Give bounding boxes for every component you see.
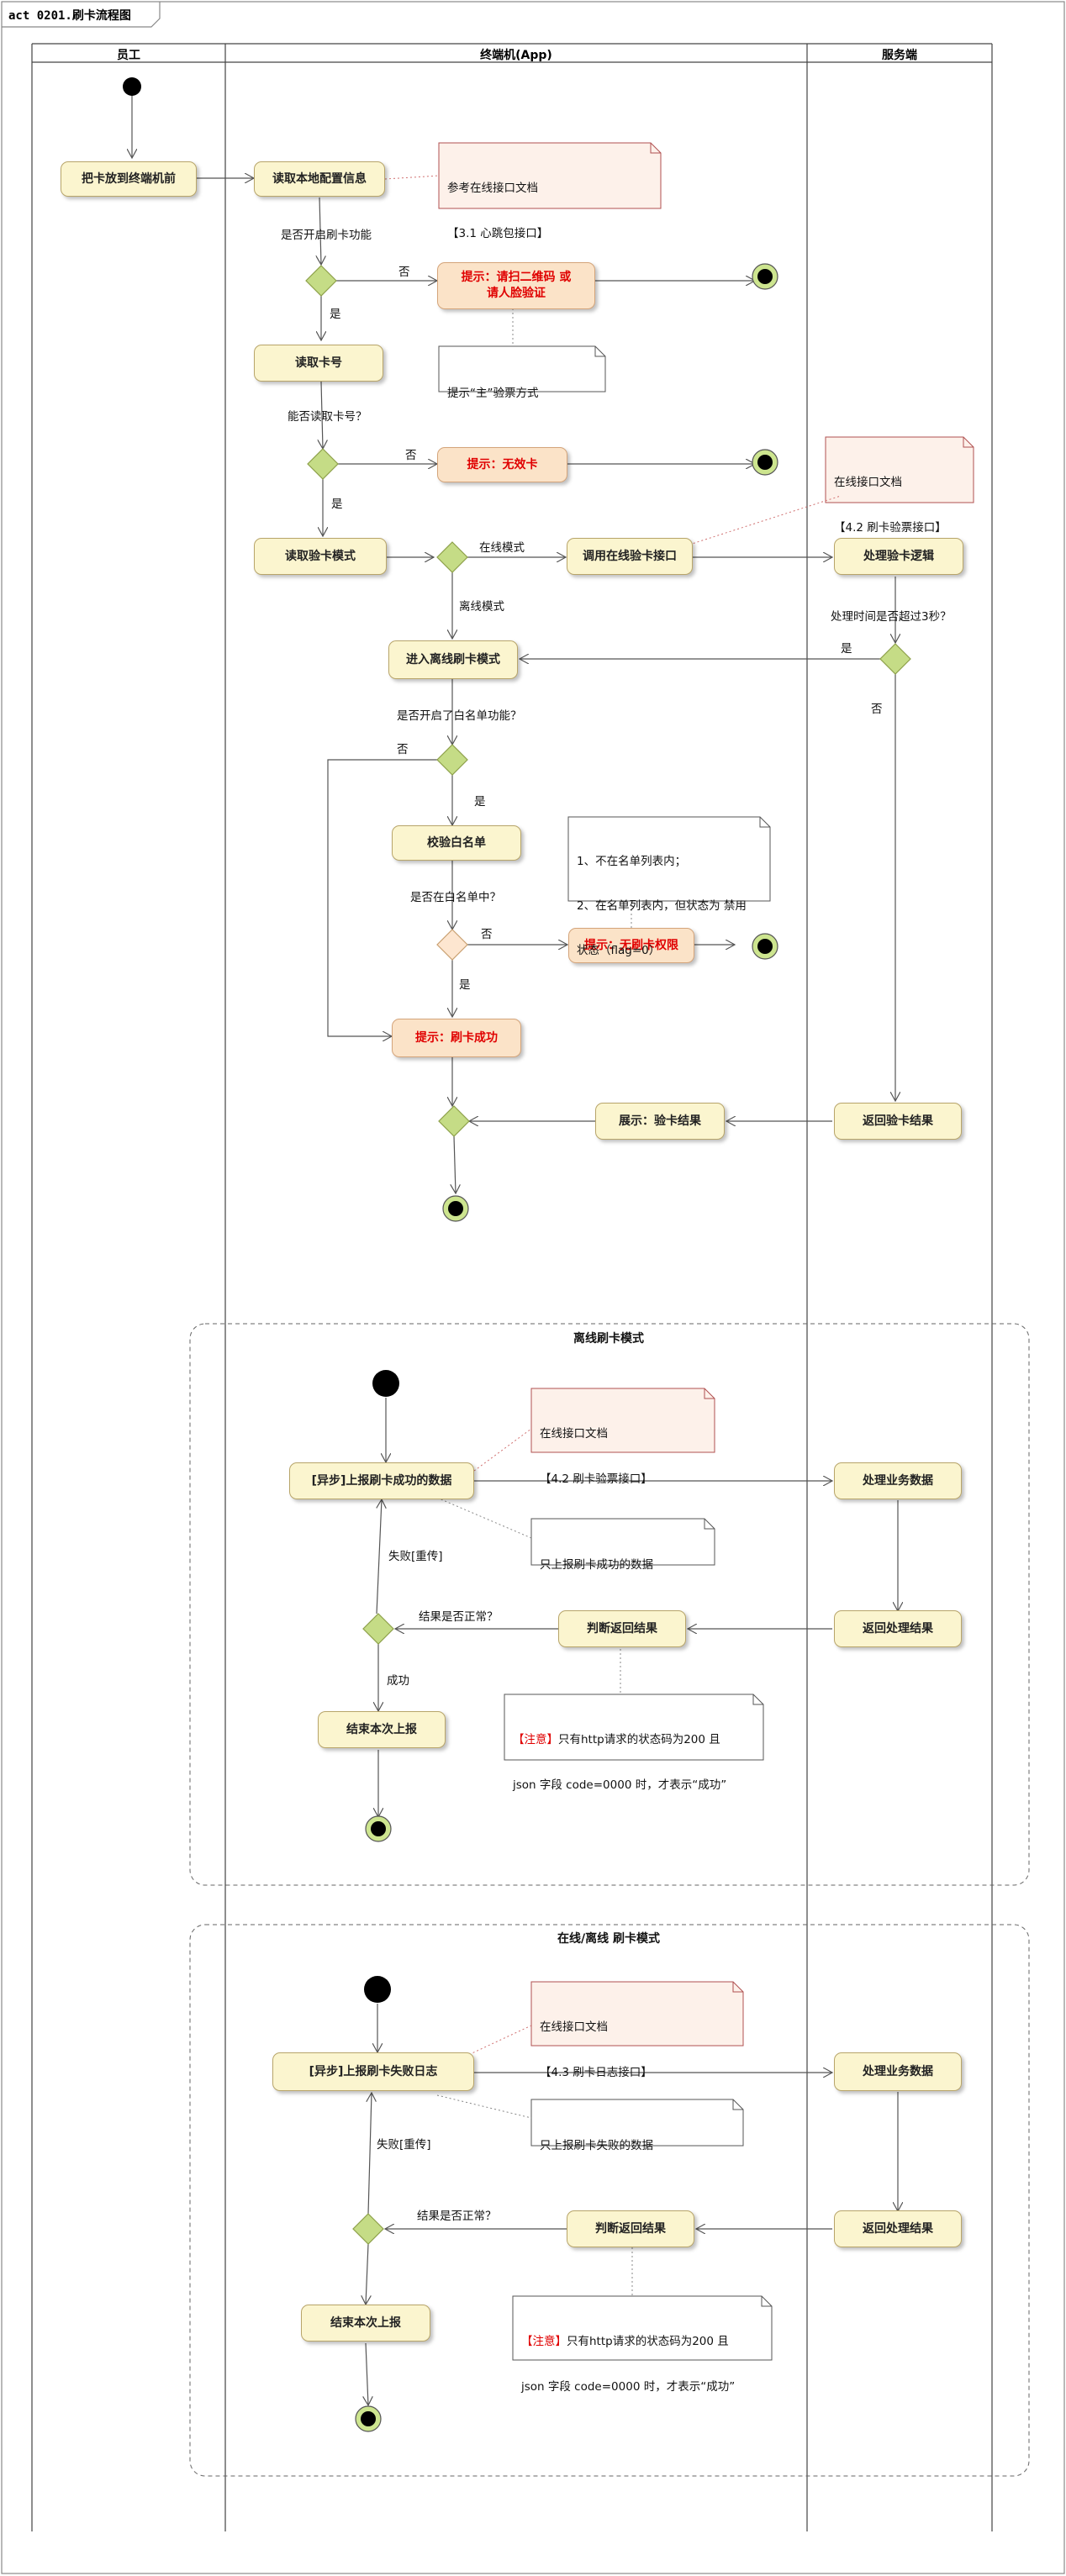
end-nodes: [355, 263, 778, 2432]
activity-put-card[interactable]: 把卡放到终端机前: [61, 161, 197, 197]
note-shapes-white: [438, 345, 773, 2361]
activity-end-report-2[interactable]: 结束本次上报: [301, 2305, 430, 2342]
note-report-fail-desc: 只上报刷卡失败的数据: [540, 2139, 653, 2152]
note-online-verify: 在线接口文档 【4.2 刷卡验票接口】: [834, 476, 947, 535]
alert-scan-qr[interactable]: 提示：请扫二维码 或 请人脸验证: [437, 262, 595, 309]
label-retry-1: 失败[重传]: [388, 1550, 443, 1563]
label-online-mode: 在线模式: [479, 541, 525, 555]
activity-process-data-1[interactable]: 处理业务数据: [834, 1462, 962, 1499]
label-yes-4: 是: [474, 795, 486, 809]
activity-report-fail[interactable]: [异步]上报刷卡失败日志: [272, 2052, 474, 2091]
label-normal-2: 结果是否正常？: [417, 2210, 497, 2223]
label-yes-3: 是: [841, 642, 852, 656]
partition-online-offline: [189, 1924, 1030, 2477]
lane-header-employee: 员工: [117, 49, 140, 62]
note-main-method: 提示“主”验票方式: [447, 387, 539, 400]
lane-header-server: 服务端: [882, 49, 917, 62]
label-no-2: 否: [405, 449, 417, 462]
partition-offline: [189, 1323, 1030, 1886]
frame-title: act 0201.刷卡流程图: [8, 9, 131, 23]
activity-judge-result-2[interactable]: 判断返回结果: [567, 2210, 694, 2247]
label-enable-card: 是否开启刷卡功能: [281, 229, 372, 242]
label-yes-1: 是: [330, 308, 341, 321]
alert-invalid-card[interactable]: 提示：无效卡: [437, 447, 567, 482]
label-normal-1: 结果是否正常？: [419, 1610, 499, 1624]
alert-no-permission[interactable]: 提示：无刷卡权限: [568, 928, 694, 963]
label-can-read: 能否读取卡号？: [288, 410, 367, 424]
activity-server-logic[interactable]: 处理验卡逻辑: [834, 538, 963, 575]
label-offline-mode: 离线模式: [459, 600, 504, 614]
partition-title-offline: 离线刷卡模式: [573, 1332, 644, 1346]
label-over-3s: 处理时间是否超过3秒？: [831, 610, 952, 624]
activity-end-report-1[interactable]: 结束本次上报: [318, 1711, 446, 1748]
activity-check-whitelist[interactable]: 校验白名单: [392, 825, 521, 861]
label-success-1: 成功: [387, 1674, 409, 1688]
note-report-success-desc: 只上报刷卡成功的数据: [540, 1558, 653, 1572]
label-yes-5: 是: [459, 978, 471, 992]
note-connectors-grey: [436, 300, 633, 2296]
note-heartbeat: 参考在线接口文档 【3.1 心跳包接口】: [447, 182, 549, 240]
note-report-fail-doc: 在线接口文档 【4.3 刷卡日志接口】: [540, 2020, 652, 2079]
activity-return-result[interactable]: 返回验卡结果: [834, 1103, 962, 1140]
label-whitelist-enabled: 是否开启了白名单功能？: [397, 709, 522, 723]
label-no-3: 否: [871, 703, 883, 716]
activity-read-card-no[interactable]: 读取卡号: [254, 345, 383, 382]
activity-read-mode[interactable]: 读取验卡模式: [254, 538, 387, 575]
activity-enter-offline[interactable]: 进入离线刷卡模式: [388, 640, 518, 679]
label-no-4: 否: [397, 743, 409, 756]
swimlanes: [31, 43, 993, 2531]
activity-read-config[interactable]: 读取本地配置信息: [254, 161, 385, 197]
flow-edges: [132, 95, 898, 2405]
lane-header-terminal: 终端机(App): [480, 49, 552, 62]
label-retry-2: 失败[重传]: [377, 2138, 431, 2152]
note-attention-1: 【注意】只有http请求的状态码为200 且 json 字段 code=0000…: [513, 1733, 727, 1792]
label-in-whitelist: 是否在白名单中？: [410, 891, 501, 904]
activity-judge-result-1[interactable]: 判断返回结果: [558, 1610, 686, 1647]
alert-success[interactable]: 提示：刷卡成功: [392, 1019, 521, 1057]
activity-call-online[interactable]: 调用在线验卡接口: [567, 538, 693, 575]
activity-process-data-2[interactable]: 处理业务数据: [834, 2052, 962, 2091]
note-shapes: [438, 142, 974, 2047]
note-corners: [650, 143, 974, 1993]
note-report-success-doc: 在线接口文档 【4.2 刷卡验票接口】: [540, 1427, 652, 1486]
decision-diamonds: [305, 265, 911, 2245]
label-yes-2: 是: [331, 498, 343, 511]
partition-title-online-offline: 在线/离线 刷卡模式: [557, 1932, 660, 1946]
activity-return-process-2[interactable]: 返回处理结果: [834, 2210, 962, 2247]
note-not-in-list: 1、不在名单列表内； 2、在名单列表内，但状态为 禁用 状态（flag=0）: [577, 855, 747, 957]
frame-title-tab: [2, 2, 161, 28]
label-no-1: 否: [398, 266, 410, 279]
start-nodes: [123, 77, 399, 2003]
activity-return-process-1[interactable]: 返回处理结果: [834, 1610, 962, 1647]
note-corners-white: [594, 346, 772, 2307]
whitelist-decision-diamond: [436, 929, 468, 961]
activity-show-result[interactable]: 展示：验卡结果: [595, 1103, 725, 1140]
label-no-5: 否: [481, 928, 493, 941]
activity-report-success[interactable]: [异步]上报刷卡成功的数据: [289, 1462, 474, 1499]
note-attention-2: 【注意】只有http请求的状态码为200 且 json 字段 code=0000…: [521, 2335, 736, 2394]
